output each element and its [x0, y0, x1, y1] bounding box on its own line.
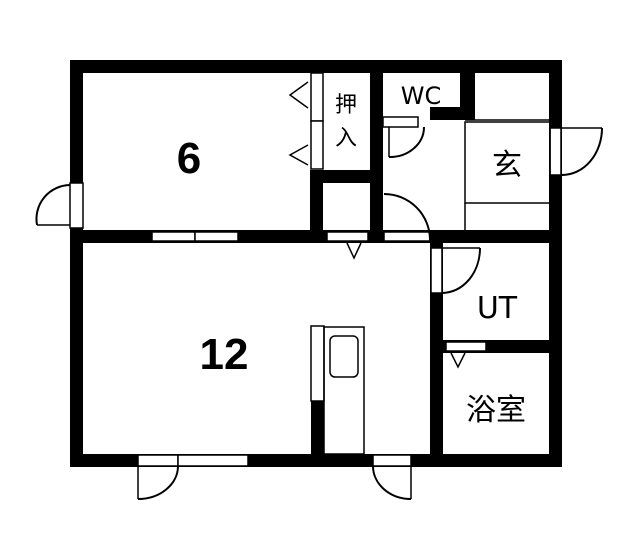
closet-label-top: 押 [335, 93, 357, 118]
closet-marker-bottom [288, 144, 309, 166]
kitchen-counter [323, 326, 365, 455]
interior-walls [70, 60, 562, 467]
door-entrance [561, 127, 603, 176]
closet-label-bottom: 入 [335, 126, 357, 151]
genkan-area [464, 119, 551, 230]
bath-door-marker [450, 352, 466, 369]
folding-door-markers [288, 81, 466, 369]
closet-marker-top [288, 81, 309, 109]
sink-icon [329, 335, 359, 378]
door-6room-left [35, 184, 71, 226]
opening-marker [346, 242, 362, 260]
room-label-6: 6 [177, 134, 201, 183]
genkan-label: 玄 [492, 148, 522, 183]
door-swings [35, 126, 603, 500]
openings [69, 72, 562, 467]
door-ut [441, 247, 481, 294]
bath-label: 浴室 [466, 393, 526, 428]
ut-label: UT [477, 291, 518, 326]
wc-label: WC [401, 82, 442, 110]
room-label-12: 12 [200, 330, 249, 379]
door-kitchen-bottom [372, 465, 412, 500]
door-wc [388, 126, 425, 159]
door-ldk-bottom [137, 465, 179, 500]
door-corridor [383, 193, 431, 241]
